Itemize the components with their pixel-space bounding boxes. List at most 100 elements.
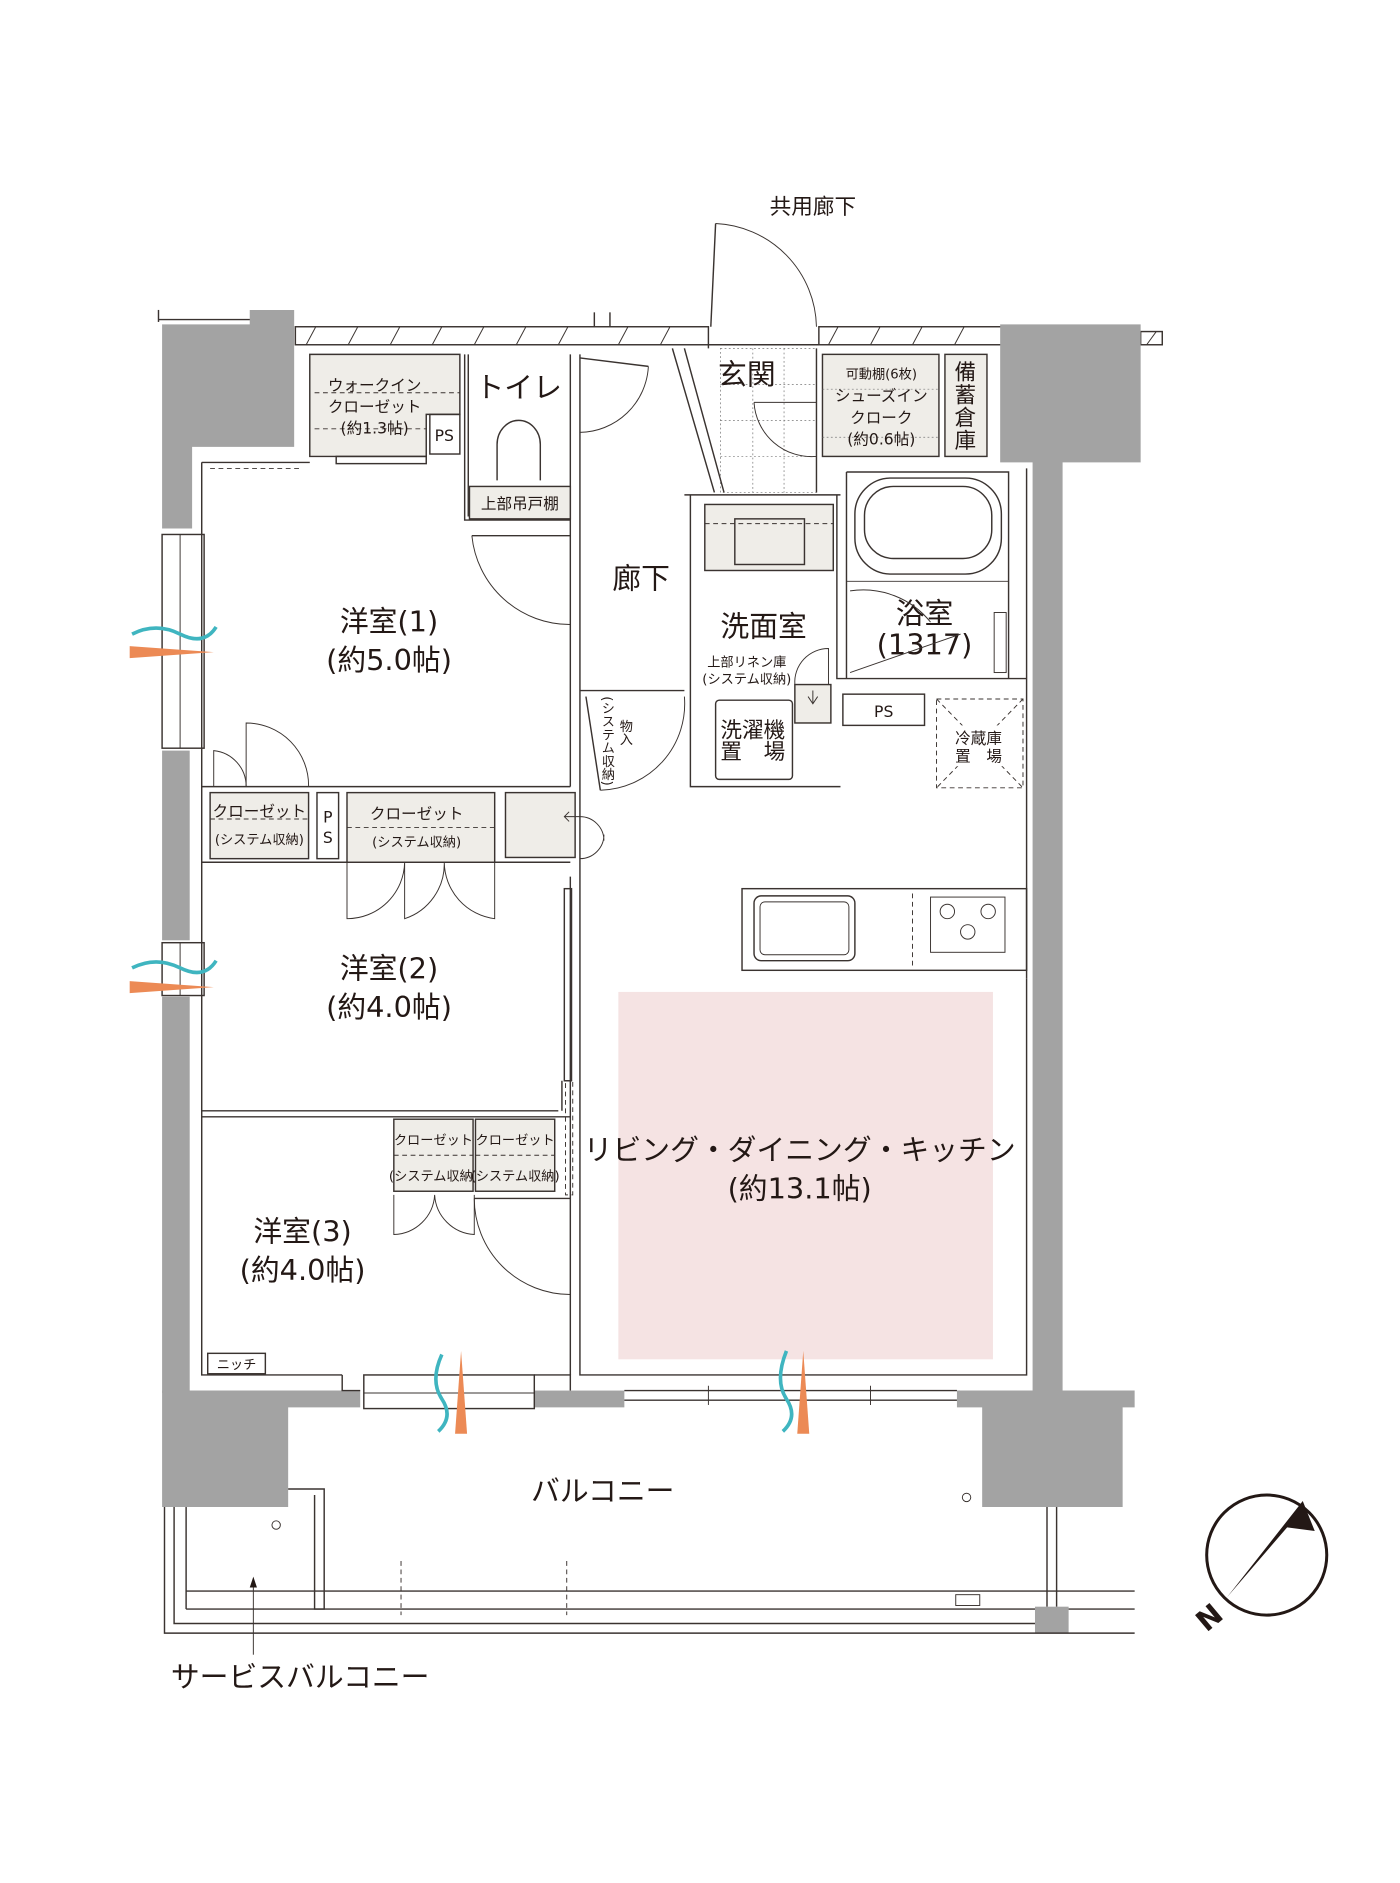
stove-icon xyxy=(930,896,1006,953)
arrow-icon xyxy=(807,690,819,705)
walkin-closet: ウォークイン クローゼット (約1.3帖) xyxy=(309,353,461,465)
system-storage-label: (システム収納) xyxy=(471,1168,560,1184)
closet-room3-b: クローゼット (システム収納) xyxy=(471,1118,560,1192)
walkin-label-2: クローゼット xyxy=(328,398,422,416)
hallway-storage-door[interactable] xyxy=(600,696,686,791)
ventilation-arrow-room1 xyxy=(129,625,218,659)
closet-label: クローゼット xyxy=(476,1132,555,1148)
system-storage-label: (システム収納) xyxy=(215,832,304,848)
ventilation-arrow-ldk xyxy=(778,1350,810,1434)
toilet-icon xyxy=(496,419,542,481)
ps-label: PS xyxy=(435,427,454,445)
room2-door[interactable] xyxy=(563,887,574,1196)
fridge-label-1: 冷蔵庫 xyxy=(955,729,1002,747)
bath-label-2: (1317) xyxy=(877,628,973,662)
room-3: 洋室(3) (約4.0帖) ニッチ xyxy=(206,1215,366,1375)
balcony: バルコニー xyxy=(163,1474,1135,1634)
room2-label-2: (約4.0帖) xyxy=(326,990,452,1024)
closet-room3-doors[interactable] xyxy=(393,1194,475,1235)
shoe-label-1: シューズイン xyxy=(835,387,928,405)
north-label: N xyxy=(1189,1597,1229,1639)
room3-label-1: 洋室(3) xyxy=(253,1215,351,1249)
toilet-door[interactable] xyxy=(579,357,649,433)
hallway-closet xyxy=(504,791,605,860)
bathtub-icon xyxy=(854,477,1003,575)
washbasin-icon xyxy=(734,518,806,566)
arrow-icon xyxy=(563,811,580,822)
washroom: 洗面室 上部リネン庫 (システム収納) 洗濯機 置 場 xyxy=(702,503,834,781)
entrance-door[interactable] xyxy=(710,223,817,327)
closet-room2: クローゼット (システム収納) xyxy=(346,791,496,863)
washroom-door[interactable] xyxy=(794,648,829,685)
hallway-label: 廊下 xyxy=(612,561,670,595)
room1-label-1: 洋室(1) xyxy=(340,605,438,639)
entrance-area: 玄関 xyxy=(671,344,819,493)
shoe-shelf-label: 可動棚(6枚) xyxy=(846,366,917,382)
ldk-label-1: リビング・ダイニング・キッチン xyxy=(584,1133,1016,1167)
shoe-label-2: クローク xyxy=(850,409,912,427)
closet-label: クローゼット xyxy=(370,805,464,823)
room3-label-2: (約4.0帖) xyxy=(240,1253,366,1287)
bathroom: 浴室 (1317) xyxy=(846,477,1009,674)
toilet-room: トイレ 上部吊戸棚 xyxy=(468,371,572,520)
room-1: 洋室(1) (約5.0帖) xyxy=(326,605,452,677)
ldk-highlight xyxy=(618,991,993,1360)
washer-label-2: 置 場 xyxy=(720,740,785,765)
washer-label-1: 洗濯機 xyxy=(720,718,785,743)
ldk: リビング・ダイニング・キッチン (約13.1帖) xyxy=(584,1133,1016,1205)
ps-shaft-3: P S xyxy=(316,791,340,860)
walkin-label-1: ウォークイン xyxy=(328,376,422,394)
shoe-in-cloak: 可動棚(6枚) シューズイン クローク (約0.6帖) xyxy=(821,353,940,458)
toilet-label: トイレ xyxy=(475,371,561,405)
room1-door[interactable] xyxy=(471,534,571,625)
room3-door[interactable] xyxy=(473,1197,571,1295)
closet-room1: クローゼット (システム収納) xyxy=(209,791,310,860)
bath-label-1: 浴室 xyxy=(896,596,954,630)
room-2: 洋室(2) (約4.0帖) xyxy=(326,952,452,1024)
room2-label-1: 洋室(2) xyxy=(340,952,438,986)
top-wall xyxy=(157,309,1163,346)
window-room3-bottom[interactable] xyxy=(363,1374,536,1410)
compass-icon: N xyxy=(1189,1493,1329,1639)
stock-char: 庫 xyxy=(955,429,977,454)
washroom-label: 洗面室 xyxy=(720,610,806,644)
structural-walls xyxy=(162,309,1141,1634)
ps-label: P xyxy=(323,809,332,827)
kitchen-counter xyxy=(741,887,1028,972)
ldk-sliding-window[interactable] xyxy=(624,1385,957,1405)
closet-label: クローゼット xyxy=(213,803,307,821)
closet-room3-a: クローゼット (システム収納) xyxy=(389,1118,478,1192)
stock-char: 備 xyxy=(955,361,977,386)
linen-label-2: (システム収納) xyxy=(702,671,791,687)
room1-closet-door[interactable] xyxy=(213,722,310,787)
fridge-space: 冷蔵庫 置 場 xyxy=(936,698,1024,789)
window-room1[interactable] xyxy=(161,533,205,749)
storage-label-2: (システム収納) xyxy=(599,696,615,785)
ps-label: PS xyxy=(874,703,893,721)
closet-room2-doors[interactable] xyxy=(346,862,496,920)
fridge-label-2: 置 場 xyxy=(955,747,1002,765)
balcony-label: バルコニー xyxy=(531,1474,674,1508)
niche-label: ニッチ xyxy=(217,1358,257,1373)
shoe-label-3: (約0.6帖) xyxy=(847,430,915,448)
system-storage-label: (システム収納) xyxy=(372,835,461,851)
service-balcony-pointer: サービスバルコニー xyxy=(171,1576,430,1694)
room1-label-2: (約5.0帖) xyxy=(326,643,452,677)
ventilation-arrow-room3 xyxy=(434,1350,468,1434)
shoe-closet-door[interactable] xyxy=(753,401,817,458)
ps-shaft-2: PS xyxy=(842,693,926,727)
linen-label-1: 上部リネン庫 xyxy=(707,655,786,671)
stock-char: 蓄 xyxy=(955,383,977,408)
service-balcony-label: サービスバルコニー xyxy=(171,1660,430,1694)
hallway-storage: 物入 (システム収納) xyxy=(585,696,633,791)
ps-label: S xyxy=(323,829,333,847)
entrance-label: 玄関 xyxy=(718,357,776,391)
ldk-label-2: (約13.1帖) xyxy=(728,1171,872,1205)
walkin-label-3: (約1.3帖) xyxy=(341,420,409,438)
ps-shaft-1: PS xyxy=(429,413,461,455)
sink-icon xyxy=(753,895,856,962)
ventilation-arrow-room2 xyxy=(129,959,218,994)
common-corridor-label: 共用廊下 xyxy=(770,195,856,220)
storage-label-1: 物入 xyxy=(617,719,633,746)
